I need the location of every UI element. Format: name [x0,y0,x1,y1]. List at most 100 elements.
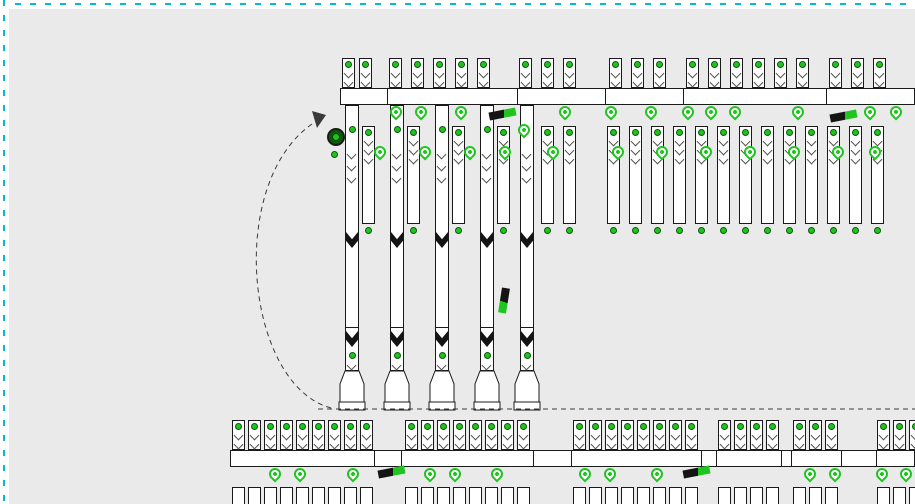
conveyor-module[interactable] [519,58,532,88]
funnel-chute[interactable] [429,370,455,403]
diverter-wedge-icon[interactable] [498,287,510,314]
funnel-chute[interactable] [514,370,540,403]
conveyor-module[interactable] [360,487,373,504]
conveyor-module[interactable] [477,58,490,88]
conveyor-module[interactable] [752,58,765,88]
conveyor-module[interactable] [232,487,245,504]
conveyor-module[interactable] [344,420,357,450]
conveyor-module[interactable] [541,58,554,88]
conveyor-module[interactable] [774,58,787,88]
conveyor-module[interactable] [669,487,682,504]
conveyor-module[interactable] [796,58,809,88]
conveyor-module[interactable] [453,420,466,450]
conveyor-module[interactable] [563,58,576,88]
funnel-base[interactable] [428,401,456,411]
conveyor-module[interactable] [653,487,666,504]
conveyor-module[interactable] [629,126,642,224]
conveyor-module[interactable] [344,487,357,504]
conveyor-module[interactable] [669,420,682,450]
conveyor-module[interactable] [280,420,293,450]
conveyor-module[interactable] [248,420,261,450]
conveyor-module[interactable] [909,487,915,504]
funnel-chute[interactable] [474,370,500,403]
conveyor-module[interactable] [718,487,731,504]
funnel-chute[interactable] [339,370,365,403]
conveyor-module[interactable] [328,420,341,450]
conveyor-line-top-main-line[interactable] [340,88,915,105]
funnel-base[interactable] [513,401,541,411]
vertical-conveyor-lane[interactable] [435,105,449,371]
conveyor-module[interactable] [605,420,618,450]
conveyor-module[interactable] [248,487,261,504]
conveyor-module[interactable] [809,487,822,504]
diverter-wedge-icon[interactable] [829,109,858,123]
conveyor-module[interactable] [851,58,864,88]
conveyor-module[interactable] [685,420,698,450]
conveyor-module[interactable] [849,126,862,224]
conveyor-module[interactable] [809,420,822,450]
conveyor-module[interactable] [589,487,602,504]
conveyor-module[interactable] [437,487,450,504]
conveyor-module[interactable] [673,126,686,224]
conveyor-module[interactable] [877,487,890,504]
conveyor-module[interactable] [766,420,779,450]
conveyor-module[interactable] [829,58,842,88]
conveyor-module[interactable] [653,58,666,88]
conveyor-module[interactable] [631,58,644,88]
diverter-wedge-icon[interactable] [682,465,711,479]
conveyor-module[interactable] [637,420,650,450]
conveyor-module[interactable] [453,487,466,504]
camera-icon[interactable] [327,128,345,146]
vertical-conveyor-lane[interactable] [345,105,359,371]
funnel-base[interactable] [473,401,501,411]
conveyor-module[interactable] [280,487,293,504]
conveyor-module[interactable] [793,420,806,450]
conveyor-module[interactable] [411,58,424,88]
vertical-conveyor-lane[interactable] [480,105,494,371]
conveyor-module[interactable] [734,420,747,450]
conveyor-module[interactable] [389,58,402,88]
conveyor-module[interactable] [405,420,418,450]
conveyor-module[interactable] [653,420,666,450]
conveyor-module[interactable] [264,420,277,450]
conveyor-module[interactable] [328,487,341,504]
conveyor-module[interactable] [827,126,840,224]
conveyor-module[interactable] [501,420,514,450]
conveyor-module[interactable] [455,58,468,88]
conveyor-module[interactable] [637,487,650,504]
conveyor-module[interactable] [718,420,731,450]
conveyor-module[interactable] [607,126,620,224]
conveyor-module[interactable] [517,420,530,450]
conveyor-module[interactable] [296,420,309,450]
conveyor-module[interactable] [621,487,634,504]
conveyor-module[interactable] [734,487,747,504]
conveyor-module[interactable] [695,126,708,224]
conveyor-module[interactable] [437,420,450,450]
conveyor-module[interactable] [893,487,906,504]
conveyor-module[interactable] [708,58,721,88]
conveyor-module[interactable] [407,126,420,224]
conveyor-module[interactable] [621,420,634,450]
conveyor-module[interactable] [452,126,465,224]
conveyor-line-bottom-main-line[interactable] [230,450,915,467]
conveyor-module[interactable] [651,126,664,224]
conveyor-module[interactable] [342,58,355,88]
conveyor-module[interactable] [605,487,618,504]
conveyor-module[interactable] [501,487,514,504]
conveyor-module[interactable] [717,126,730,224]
conveyor-module[interactable] [909,420,915,450]
vertical-conveyor-lane[interactable] [390,105,404,371]
conveyor-module[interactable] [739,126,752,224]
conveyor-module[interactable] [360,420,373,450]
conveyor-module[interactable] [766,487,779,504]
conveyor-module[interactable] [825,487,838,504]
conveyor-module[interactable] [573,420,586,450]
conveyor-module[interactable] [497,126,510,224]
diverter-wedge-icon[interactable] [377,465,406,479]
conveyor-module[interactable] [783,126,796,224]
conveyor-module[interactable] [893,420,906,450]
conveyor-module[interactable] [485,487,498,504]
conveyor-module[interactable] [469,420,482,450]
conveyor-module[interactable] [873,58,886,88]
